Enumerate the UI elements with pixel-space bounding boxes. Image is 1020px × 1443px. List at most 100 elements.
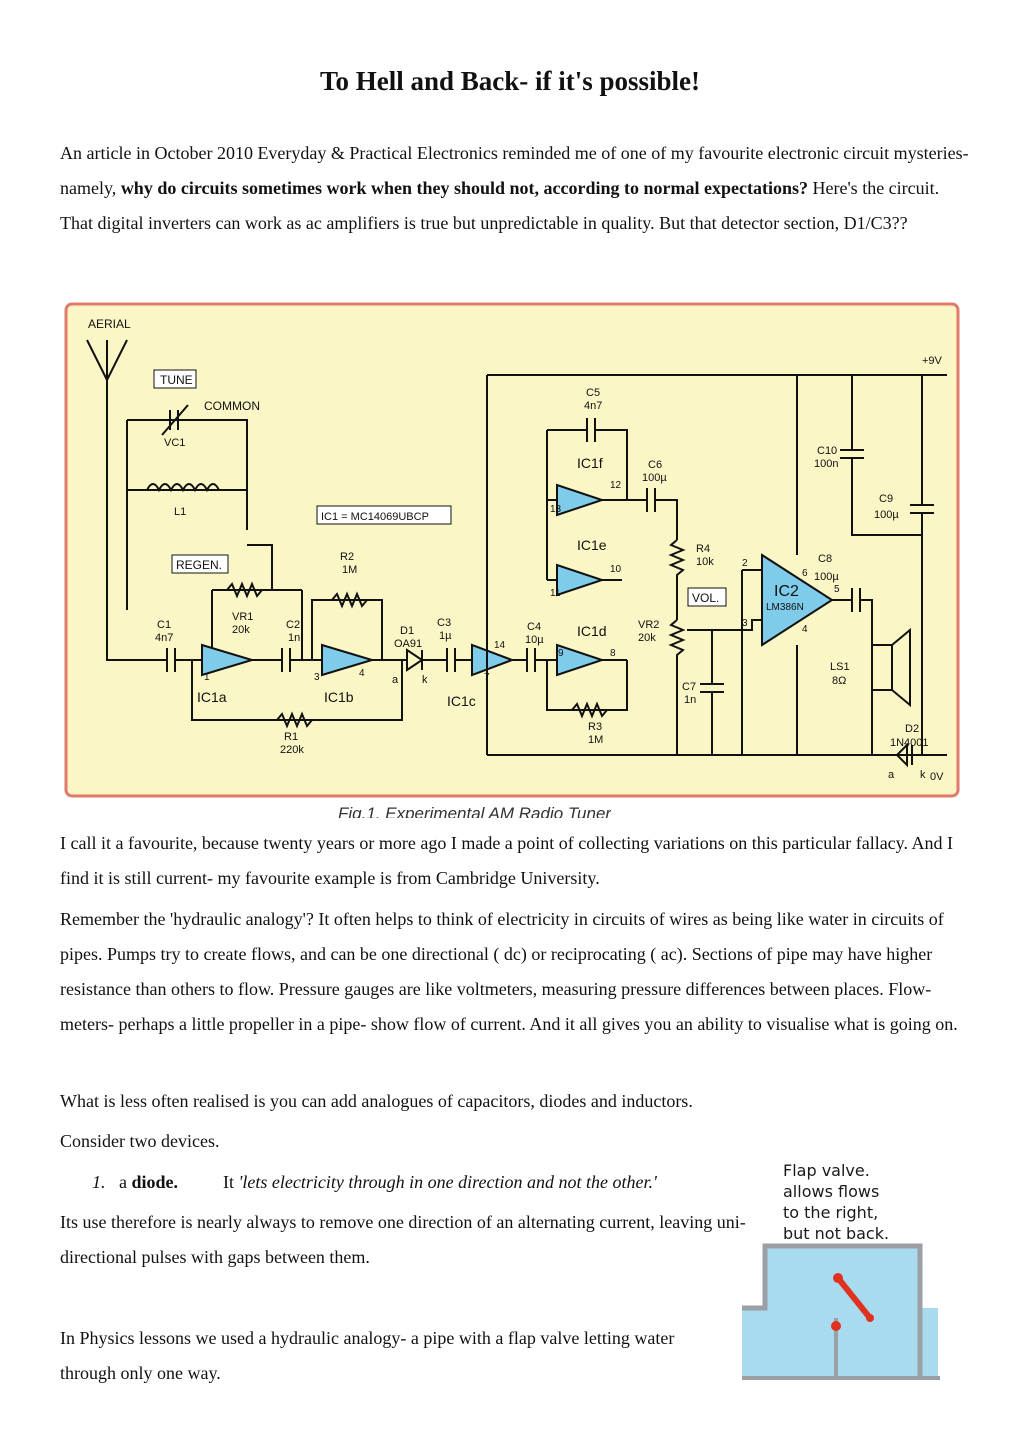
label-vr2-val: 20k [638,632,656,644]
flap-valve-caption: Flap valve. allows flows to the right, b… [783,1160,889,1244]
label-ic1a: IC1a [197,689,227,705]
list-number: 1. [92,1172,106,1192]
paragraph-6: Its use therefore is nearly always to re… [60,1212,746,1267]
label-c10-val: 100n [814,458,838,470]
label-pin14: 14 [494,640,506,651]
flap-valve-drawing [740,1158,940,1383]
flap-lower-pivot [831,1321,841,1331]
label-pin5: 5 [834,584,840,595]
regen-box [171,554,229,574]
flap-caption-line4: but not back. [783,1224,890,1243]
label-d1-cathode: k [422,674,428,686]
label-c7-val: 1n [684,694,696,706]
label-d1: D1 [400,625,414,637]
flap-valve-blade [835,1276,873,1320]
label-r2-val: 1M [342,564,357,576]
label-r4-val: 10k [696,556,714,568]
flap-caption-line3: to the right, [783,1203,879,1222]
label-d2-val: 1N4001 [890,737,929,749]
label-aerial: AERIAL [88,317,131,331]
intro-text-1: An article in October 2010 Everyday & Pr… [60,143,969,198]
label-d2-cathode: k [920,769,926,781]
label-ls1-val: 8Ω [832,675,846,687]
label-d1-val: OA91 [394,638,422,650]
flap-valve-svg [742,1243,940,1380]
list-quote: 'lets electricity through in one directi… [238,1172,657,1192]
label-vr1: VR1 [232,611,253,623]
label-r4: R4 [696,543,710,555]
label-tune: TUNE [160,373,193,387]
label-pin6: 6 [802,568,808,579]
label-r1: R1 [284,731,298,743]
label-c2-val: 1n [288,632,300,644]
paragraph-2: I call it a favourite, because twenty ye… [60,833,954,888]
label-c8: C8 [818,553,832,565]
circuit-diagram: AERIAL TUNE COMMON VC1 L1 REGEN. IC1 = M… [62,300,962,800]
label-pin13: 13 [550,504,562,515]
label-c7: C7 [682,681,696,693]
label-l1: L1 [174,506,186,518]
label-pin9: 9 [558,648,564,659]
paragraph-3: Remember the 'hydraulic analogy'? It oft… [60,909,958,1034]
flap-pipe-wall [742,1243,923,1378]
label-pin11: 11 [550,588,561,599]
paragraph-4: What is less often realised is you can a… [60,1091,693,1111]
label-r3-val: 1M [588,734,603,746]
label-c9-val: 100µ [874,509,899,521]
ic1-note-box [316,505,452,525]
label-c5: C5 [586,387,600,399]
label-pin10: 10 [610,564,622,575]
label-ic1-note: IC1 = MC14069UBCP [321,511,429,523]
label-regen: REGEN. [176,558,222,572]
label-pin7: 7 [484,672,490,683]
label-pin12: 12 [610,480,622,491]
label-vc1: VC1 [164,437,185,449]
label-c3: C3 [437,617,451,629]
label-ic1b: IC1b [324,689,354,705]
label-c1-val: 4n7 [155,632,173,644]
label-r3: R3 [588,721,602,733]
label-d1-anode: a [392,674,399,686]
list-term: diode. [131,1172,179,1192]
list-article: a [119,1172,132,1192]
vol-box [687,587,727,607]
label-c4: C4 [527,621,541,633]
paragraph-7: In Physics lessons we used a hydraulic a… [60,1328,675,1383]
label-c5-val: 4n7 [584,400,602,412]
label-ic2-val: LM386N [766,602,804,613]
label-vr2: VR2 [638,619,659,631]
label-c9: C9 [879,493,893,505]
label-vol: VOL. [692,591,719,605]
label-common: COMMON [204,399,260,413]
label-ic2-pin3: 3 [742,618,748,629]
label-ls1: LS1 [830,661,850,673]
flap-caption-line1: Flap valve. [783,1161,870,1180]
diagram-background [64,302,960,798]
flap-caption-line2: allows flows [783,1182,880,1201]
label-pin8: 8 [610,648,616,659]
circuit-svg: AERIAL TUNE COMMON VC1 L1 REGEN. IC1 = M… [64,302,960,798]
label-ic1e: IC1e [577,537,607,553]
label-c6-val: 100µ [642,472,667,484]
label-ic1c: IC1c [447,693,476,709]
label-c1: C1 [157,619,171,631]
paragraph-5: Consider two devices. [60,1131,220,1151]
list-item-diode: 1. a diode. It 'lets electricity through… [92,1165,792,1200]
intro-paragraph: An article in October 2010 Everyday & Pr… [60,136,975,241]
label-vr1-val: 20k [232,624,250,636]
label-c8-val: 100µ [814,571,839,583]
figure-caption: Fig.1. Experimental AM Radio Tuner [338,804,612,818]
label-ic2-pin4: 4 [802,624,808,635]
label-0v: 0V [930,771,944,783]
label-r2: R2 [340,551,354,563]
flap-hinge [833,1273,843,1283]
label-plus9v: +9V [922,355,943,367]
label-d2-anode: a [888,769,895,781]
list-it: It [223,1172,239,1192]
label-ic1f: IC1f [577,455,603,471]
label-r1-val: 220k [280,744,304,756]
label-c6: C6 [648,459,662,471]
label-c4-val: 10µ [525,634,544,646]
label-pin1: 1 [204,672,210,683]
label-ic1d: IC1d [577,623,607,639]
